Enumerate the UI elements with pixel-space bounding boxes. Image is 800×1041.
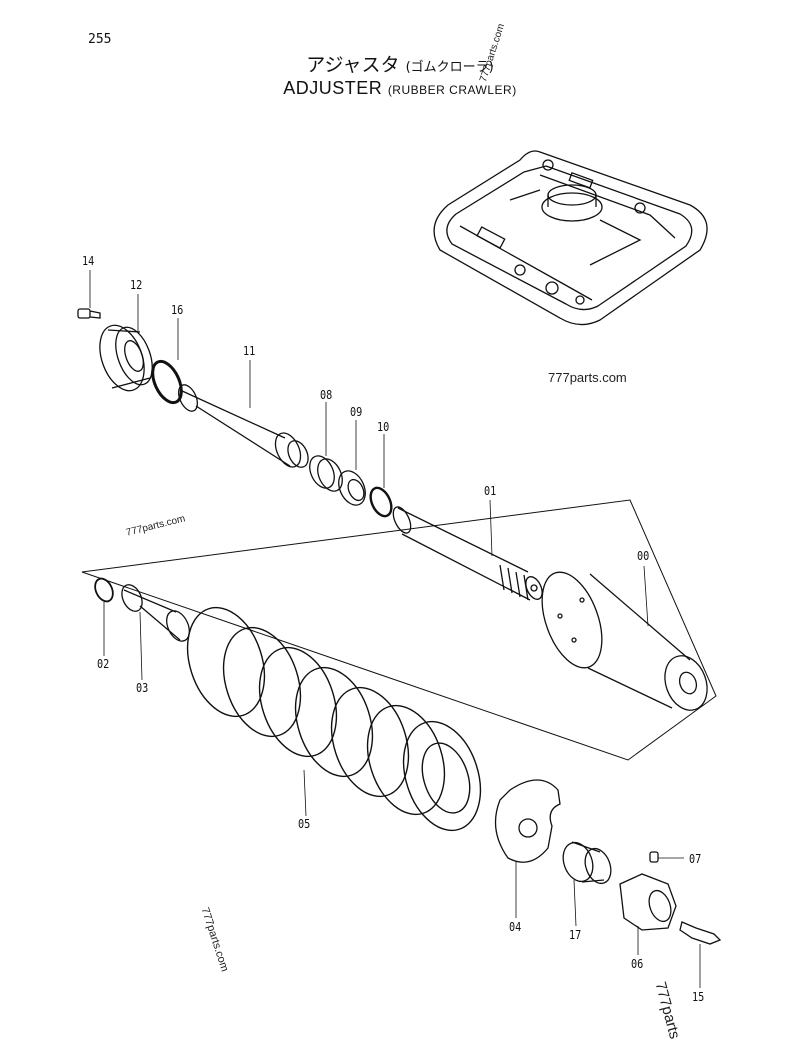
assembly-outline	[81, 499, 717, 761]
label-part-04: 04	[509, 920, 522, 934]
label-part-11: 11	[243, 344, 256, 358]
title-english: ADJUSTER (RUBBER CRAWLER)	[0, 78, 800, 99]
title-en-main: ADJUSTER	[283, 78, 383, 98]
part-12-cover	[99, 324, 153, 392]
part-07-fitting	[649, 851, 659, 863]
label-part-01: 01	[484, 484, 497, 498]
title-jp-main: アジャスタ	[306, 54, 400, 76]
label-part-00: 00	[637, 549, 650, 563]
label-part-05: 05	[298, 817, 311, 831]
label-part-07: 07	[689, 852, 702, 866]
part-08-ring	[309, 455, 343, 492]
label-part-09: 09	[350, 405, 363, 419]
part-04-spacer	[494, 779, 561, 863]
part-06-nut	[619, 873, 677, 931]
label-part-15: 15	[692, 990, 705, 1004]
title-jp-sub: (ゴムクローラ)	[405, 60, 494, 75]
part-16-oring	[151, 359, 183, 405]
part-02-oring	[94, 577, 114, 603]
part-11-tube	[177, 384, 309, 468]
watermark-2: 777parts.com	[548, 370, 627, 385]
title-en-sub: (RUBBER CRAWLER)	[387, 83, 517, 97]
part-15-valve	[679, 921, 722, 945]
leader-lines	[89, 270, 701, 988]
part-01-rod	[392, 506, 543, 601]
page-number: 255	[88, 32, 112, 47]
label-part-08: 08	[320, 388, 333, 402]
label-part-14: 14	[82, 254, 95, 268]
label-part-17: 17	[569, 928, 582, 942]
part-09-seal	[338, 470, 366, 506]
part-05-spring	[186, 606, 482, 832]
label-part-16: 16	[171, 303, 184, 317]
part-14-bolt	[77, 308, 101, 319]
part-10-snapring	[369, 486, 393, 518]
part-17-collar	[562, 841, 612, 885]
label-part-03: 03	[136, 681, 149, 695]
label-part-12: 12	[130, 278, 143, 292]
label-part-10: 10	[377, 420, 390, 434]
label-part-06: 06	[631, 957, 644, 971]
label-part-02: 02	[97, 657, 110, 671]
crawler-thumbnail	[433, 150, 708, 326]
title-japanese: アジャスタ (ゴムクローラ)	[0, 50, 800, 77]
part-00-cylinder	[541, 571, 708, 711]
part-03-bushing	[121, 584, 190, 642]
